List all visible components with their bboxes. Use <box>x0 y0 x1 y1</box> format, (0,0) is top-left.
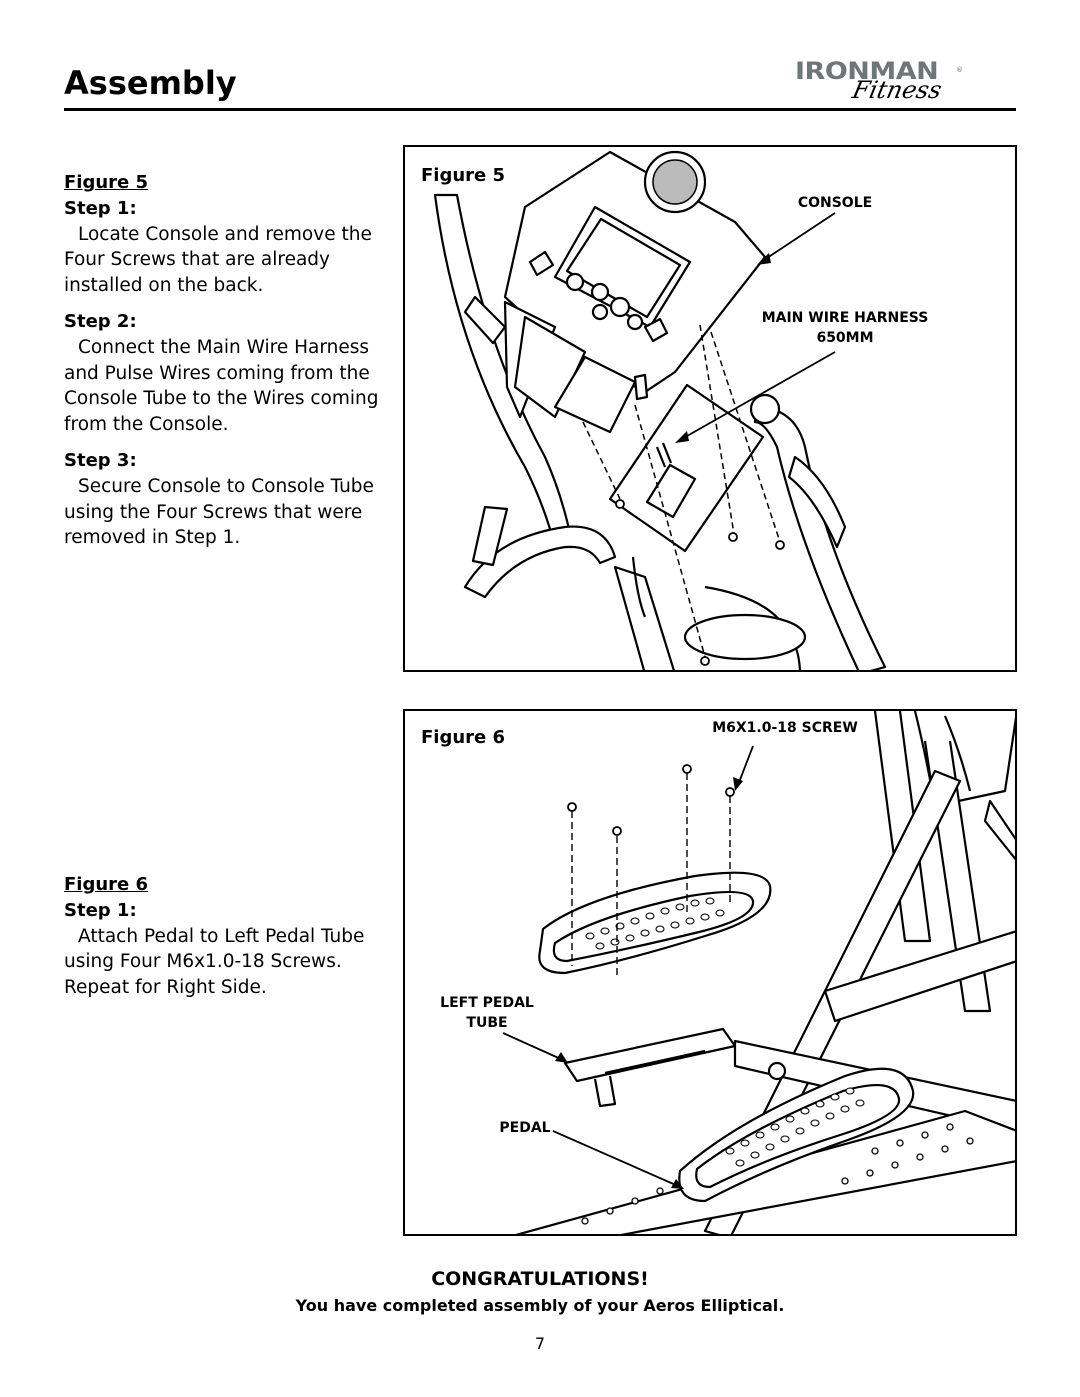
screw-callout: M6X1.0-18 SCREW <box>712 720 858 736</box>
step-text: Secure Console to Console Tube using the… <box>64 475 374 549</box>
step-text: Attach Pedal to Left Pedal Tube using Fo… <box>64 925 365 999</box>
page-title: Assembly <box>64 64 237 102</box>
figure5-reference: Figure 5 <box>64 172 149 193</box>
step-text: Connect the Main Wire Harness and Pulse … <box>64 336 379 436</box>
figure5-illustration: Figure 5 CONSOLE MAIN WIRE HARNESS 650MM <box>403 145 1017 672</box>
step-heading: Step 1: <box>64 197 137 219</box>
callout-line: LEFT PEDAL <box>440 995 534 1011</box>
step-text: Locate Console and remove the Four Screw… <box>64 223 372 297</box>
figure5-instructions: Figure 5 Step 1: Locate Console and remo… <box>64 170 394 561</box>
figure6-label: Figure 6 <box>421 727 506 748</box>
figure6-illustration: Figure 6 M6X1.0-18 SCREW LEFT PEDAL TUBE… <box>403 709 1017 1236</box>
figure5-label: Figure 5 <box>421 165 506 186</box>
logo-trademark: ® <box>956 66 963 74</box>
figure6-instructions: Figure 6 Step 1: Attach Pedal to Left Pe… <box>64 872 394 1011</box>
completion-message: You have completed assembly of your Aero… <box>295 1296 785 1315</box>
main-wire-harness-callout: MAIN WIRE HARNESS 650MM <box>735 308 955 348</box>
logo-script-text: Fitness <box>850 76 945 104</box>
pedal-assembly-drawing <box>502 711 1015 1234</box>
step-heading: Step 1: <box>64 899 137 921</box>
logo-brand-text: IRONMAN <box>795 57 939 86</box>
congratulations-heading: CONGRATULATIONS! <box>431 1268 649 1290</box>
console-assembly-drawing <box>433 150 887 670</box>
callout-line: TUBE <box>466 1015 508 1031</box>
console-callout: CONSOLE <box>797 195 873 211</box>
left-pedal-tube-callout: LEFT PEDAL TUBE <box>427 993 547 1033</box>
figure6-reference: Figure 6 <box>64 874 149 895</box>
ironman-fitness-logo: IRONMAN ® Fitness <box>795 44 967 106</box>
step-heading: Step 3: <box>64 449 137 471</box>
callout-line: 650MM <box>816 330 874 346</box>
title-divider <box>64 108 1016 111</box>
pedal-callout: PEDAL <box>499 1120 551 1136</box>
page-number: 7 <box>534 1334 546 1353</box>
step-heading: Step 2: <box>64 310 137 332</box>
callout-line: MAIN WIRE HARNESS <box>761 310 929 326</box>
